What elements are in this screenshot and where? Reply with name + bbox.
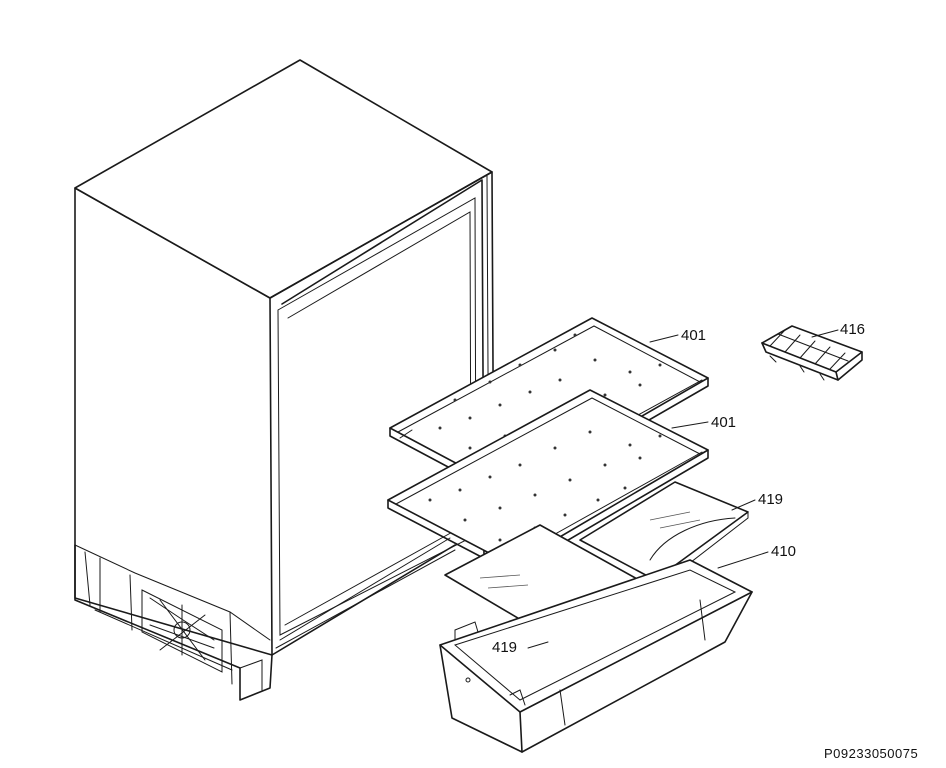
freezer-drawer — [439, 559, 753, 753]
shelf-dots — [428, 430, 662, 542]
label-shelf-upper: 401 — [681, 327, 706, 344]
label-drawer: 410 — [771, 543, 796, 560]
label-cover-right: 419 — [758, 491, 783, 508]
label-shelf-lower: 401 — [711, 414, 736, 431]
refrigerator-cabinet — [74, 59, 495, 701]
figure-code: P09233050075 — [824, 746, 918, 761]
compressor-vent-icon — [141, 589, 223, 673]
drawer-cover-right — [579, 481, 749, 587]
label-ice-tray: 416 — [840, 321, 865, 338]
label-cover-left: 419 — [492, 639, 517, 656]
ice-cube-tray — [761, 325, 863, 381]
leader-lines — [527, 329, 839, 649]
